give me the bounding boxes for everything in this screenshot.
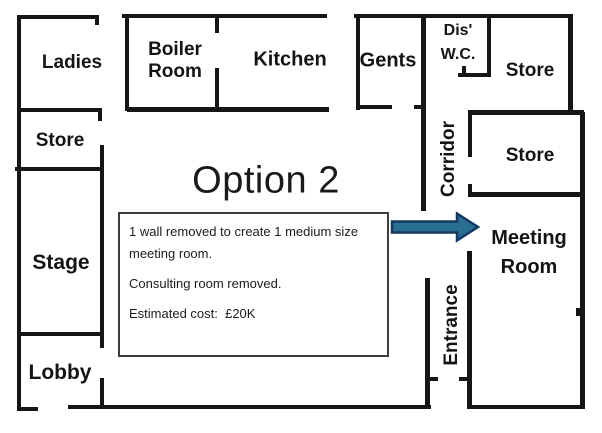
room-label-gents: Gents (359, 49, 417, 72)
page-title: Option 2 (192, 159, 340, 202)
wall-store-right-top (468, 110, 584, 115)
wall-bottom-main (68, 405, 431, 409)
wall-diswc-bottom (458, 73, 491, 77)
wall-right-upper (568, 15, 573, 112)
annotation-line-1: 1 wall removed to create 1 medium size m… (129, 224, 362, 261)
wall-entrance-left (425, 278, 430, 408)
room-label-dis-wc: Dis' W.C. (440, 22, 476, 63)
wall-jamb-gents-door (414, 105, 421, 109)
arrow-group (390, 211, 481, 243)
wall-ladies-bottom (17, 108, 102, 112)
wall-corridor-left (421, 15, 426, 211)
wall-store-right-left-upper (468, 112, 472, 157)
room-label-boiler-room: Boiler Room (148, 39, 202, 82)
wall-top-right-section (354, 14, 573, 18)
wall-meeting-left (467, 251, 472, 408)
room-label-store-right: Store (505, 145, 555, 167)
wall-bottom-left (17, 407, 38, 411)
wall-boiler-kitchen-bottom (127, 107, 329, 112)
room-label-entrance: Entrance (441, 284, 463, 366)
wall-store-right-left-tick (468, 184, 472, 197)
wall-lobby-right (100, 378, 104, 408)
walls (15, 14, 585, 411)
wall-right-lower (580, 112, 585, 409)
annotation-line-2: Consulting room removed. (129, 276, 282, 291)
wall-stage-bottom (17, 332, 103, 336)
wall-boiler-kitchen-divider-bottom (215, 68, 219, 111)
room-label-store-top-right: Store (505, 60, 555, 82)
arrow-right-icon (390, 211, 481, 243)
wall-jamb-ladies-door (98, 108, 102, 121)
annotation-box: 1 wall removed to create 1 medium size m… (118, 212, 389, 357)
room-label-ladies: Ladies (41, 52, 103, 74)
room-label-meeting-room: Meeting Room (491, 227, 567, 278)
wall-store-right-bottom (468, 192, 584, 197)
wall-top-ladies (17, 15, 99, 19)
wall-store-stage-right (100, 145, 104, 348)
wall-boiler-kitchen-divider-top (215, 14, 219, 33)
room-label-stage: Stage (32, 250, 90, 274)
wall-diswc-door-tick (462, 66, 466, 74)
wall-gents-left (356, 15, 360, 110)
wall-bottom-meeting (467, 405, 584, 409)
wall-left-outer (17, 15, 21, 411)
room-label-kitchen: Kitchen (253, 48, 327, 71)
wall-diswc-right (487, 15, 491, 77)
wall-boiler-left (125, 15, 129, 111)
wall-jamb-ladies-top (95, 15, 99, 25)
wall-jamb-entrance-door (430, 377, 438, 381)
room-label-store-left: Store (35, 130, 85, 152)
wall-store-stage-divider (15, 167, 102, 171)
annotation-line-3: Estimated cost: £20K (129, 306, 256, 321)
room-label-corridor: Corridor (438, 121, 460, 197)
wall-tick-right-wall (576, 308, 580, 316)
wall-gents-bottom (357, 105, 392, 109)
wall-top-boiler-kitchen (122, 14, 327, 18)
wall-jamb-meeting-door (459, 377, 467, 381)
room-label-lobby: Lobby (28, 360, 92, 384)
